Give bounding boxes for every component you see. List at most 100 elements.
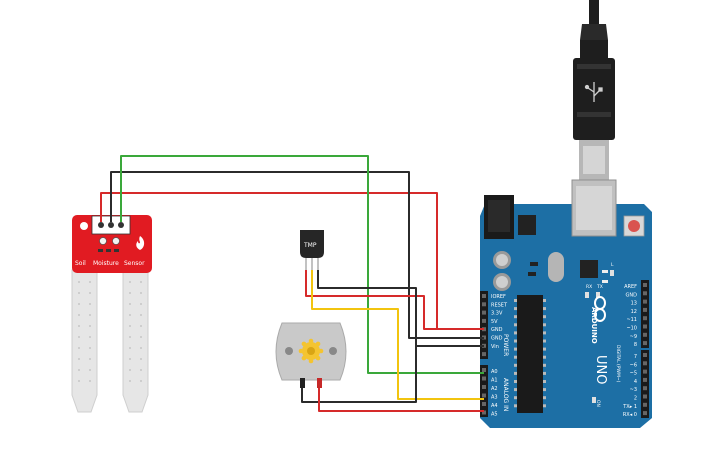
power-pin-label: Vin: [491, 344, 499, 350]
digital-pin-label: 12: [631, 309, 637, 315]
power-pin-label: 3.3V: [491, 311, 503, 317]
power-pin-label: IOREF: [491, 294, 506, 300]
header-pin[interactable]: [482, 410, 486, 415]
power-pin-label: 5V: [491, 319, 498, 325]
header-pin[interactable]: [482, 385, 486, 389]
motor-terminal-red[interactable]: [317, 378, 322, 388]
infinity-logo-icon: [594, 296, 606, 322]
sensor-probe-right: [122, 269, 149, 413]
wire-tmp-vcc-red[interactable]: [305, 270, 484, 330]
header-pin[interactable]: [643, 377, 647, 382]
header-pin[interactable]: [643, 386, 647, 391]
digital-pin-label: GND: [626, 292, 638, 298]
motor-gear-icon: [298, 338, 324, 364]
header-pin[interactable]: [643, 316, 647, 321]
led-l: [610, 270, 614, 276]
tmp36-temperature-sensor[interactable]: TMP: [300, 230, 324, 270]
reset-button-cap[interactable]: [628, 220, 640, 232]
usb-cable[interactable]: [573, 0, 615, 180]
analog-pin-label: A2: [491, 386, 498, 392]
header-pin[interactable]: [643, 299, 647, 304]
on-label: ON: [595, 400, 601, 407]
power-pin-label: RESET: [491, 302, 508, 308]
header-pin[interactable]: [643, 283, 647, 287]
arduino-logo-text: ARDUINO: [590, 307, 598, 344]
header-pin[interactable]: [482, 310, 486, 315]
led-rx-label: RX: [586, 284, 592, 290]
led-l-label: L: [611, 262, 614, 268]
digital-pin-label: ~6: [630, 362, 637, 368]
header-pin[interactable]: [643, 361, 647, 366]
header-pin[interactable]: [643, 394, 647, 399]
header-pin[interactable]: [482, 352, 486, 357]
digital-pin-label: 2: [634, 396, 637, 402]
header-pin[interactable]: [482, 302, 486, 307]
arduino-uno-board[interactable]: RX TX L ARDUINO UNO ON POWER ANALOG IN D…: [480, 179, 652, 428]
power-pin-label: GND: [491, 327, 503, 333]
analog-pin-label: A1: [491, 378, 498, 384]
analog-pin-label: A3: [491, 395, 498, 401]
digital-pin-label: ~10: [626, 326, 637, 332]
digital-pin-label: 7: [634, 354, 637, 360]
header-pin[interactable]: [482, 402, 486, 406]
header-pin[interactable]: [482, 368, 486, 372]
wire-motor-red[interactable]: [318, 388, 484, 412]
led-tx: [596, 292, 600, 298]
power-section-label: POWER: [502, 334, 509, 356]
digital-pin-label: 4: [634, 379, 637, 385]
digital-header-high[interactable]: [641, 280, 649, 348]
analog-pin-label: A5: [491, 412, 498, 418]
crystal-oscillator: [548, 252, 564, 282]
wires: [100, 155, 484, 412]
arduino-model: UNO: [593, 355, 608, 384]
analog-section-label: ANALOG IN: [502, 378, 509, 411]
header-pin[interactable]: [643, 402, 647, 407]
header-pin[interactable]: [643, 291, 647, 296]
wire-sensor-signal-green[interactable]: [120, 155, 484, 374]
wire-tmp-signal-yellow[interactable]: [311, 270, 484, 400]
sensor-probe-left: [71, 269, 98, 413]
power-header[interactable]: [480, 291, 488, 359]
header-pin[interactable]: [643, 341, 647, 346]
led-rx: [585, 292, 589, 298]
sensor-mount-hole: [80, 222, 88, 230]
wire-motor-gnd-black[interactable]: [301, 346, 417, 403]
header-pin[interactable]: [482, 376, 486, 381]
arduino-logo: ARDUINO: [590, 307, 598, 344]
atmega-chip: [517, 295, 543, 413]
wire-sensor-vcc-red[interactable]: [100, 192, 484, 330]
usb-icon: [584, 82, 603, 102]
digital-pin-label: ~11: [626, 317, 637, 323]
analog-header[interactable]: [480, 365, 488, 417]
tmp-label: TMP: [303, 242, 317, 249]
wire-sensor-gnd-black[interactable]: [110, 171, 484, 339]
digital-header-low[interactable]: [641, 350, 649, 418]
led-tx-label: TX: [596, 284, 603, 290]
digital-pin-label: RX◂ 0: [623, 412, 637, 418]
header-pin[interactable]: [482, 393, 486, 398]
digital-pin-label: AREF: [624, 284, 637, 290]
voltage-regulator: [518, 215, 536, 235]
header-pin[interactable]: [643, 369, 647, 374]
digital-pin-label: ~3: [630, 387, 637, 393]
wire-tmp-gnd-black[interactable]: [317, 270, 484, 347]
digital-pin-label: 8: [634, 342, 637, 348]
header-pin[interactable]: [643, 324, 647, 329]
header-pin[interactable]: [482, 318, 486, 323]
header-pin[interactable]: [643, 332, 647, 337]
digital-section-label: DIGITAL (PWM~): [615, 345, 621, 383]
header-pin[interactable]: [643, 411, 647, 416]
motor-terminal-black[interactable]: [300, 378, 305, 388]
header-pin[interactable]: [643, 307, 647, 312]
dc-motor[interactable]: [275, 322, 347, 388]
usb-controller-chip: [580, 260, 598, 278]
soil-moisture-sensor[interactable]: Soil Moisture Sensor: [71, 215, 152, 413]
digital-pin-label: TX▸ 1: [622, 404, 637, 410]
header-pin[interactable]: [643, 353, 647, 357]
sensor-label-moisture: Moisture: [93, 260, 119, 267]
header-pin[interactable]: [482, 294, 486, 298]
